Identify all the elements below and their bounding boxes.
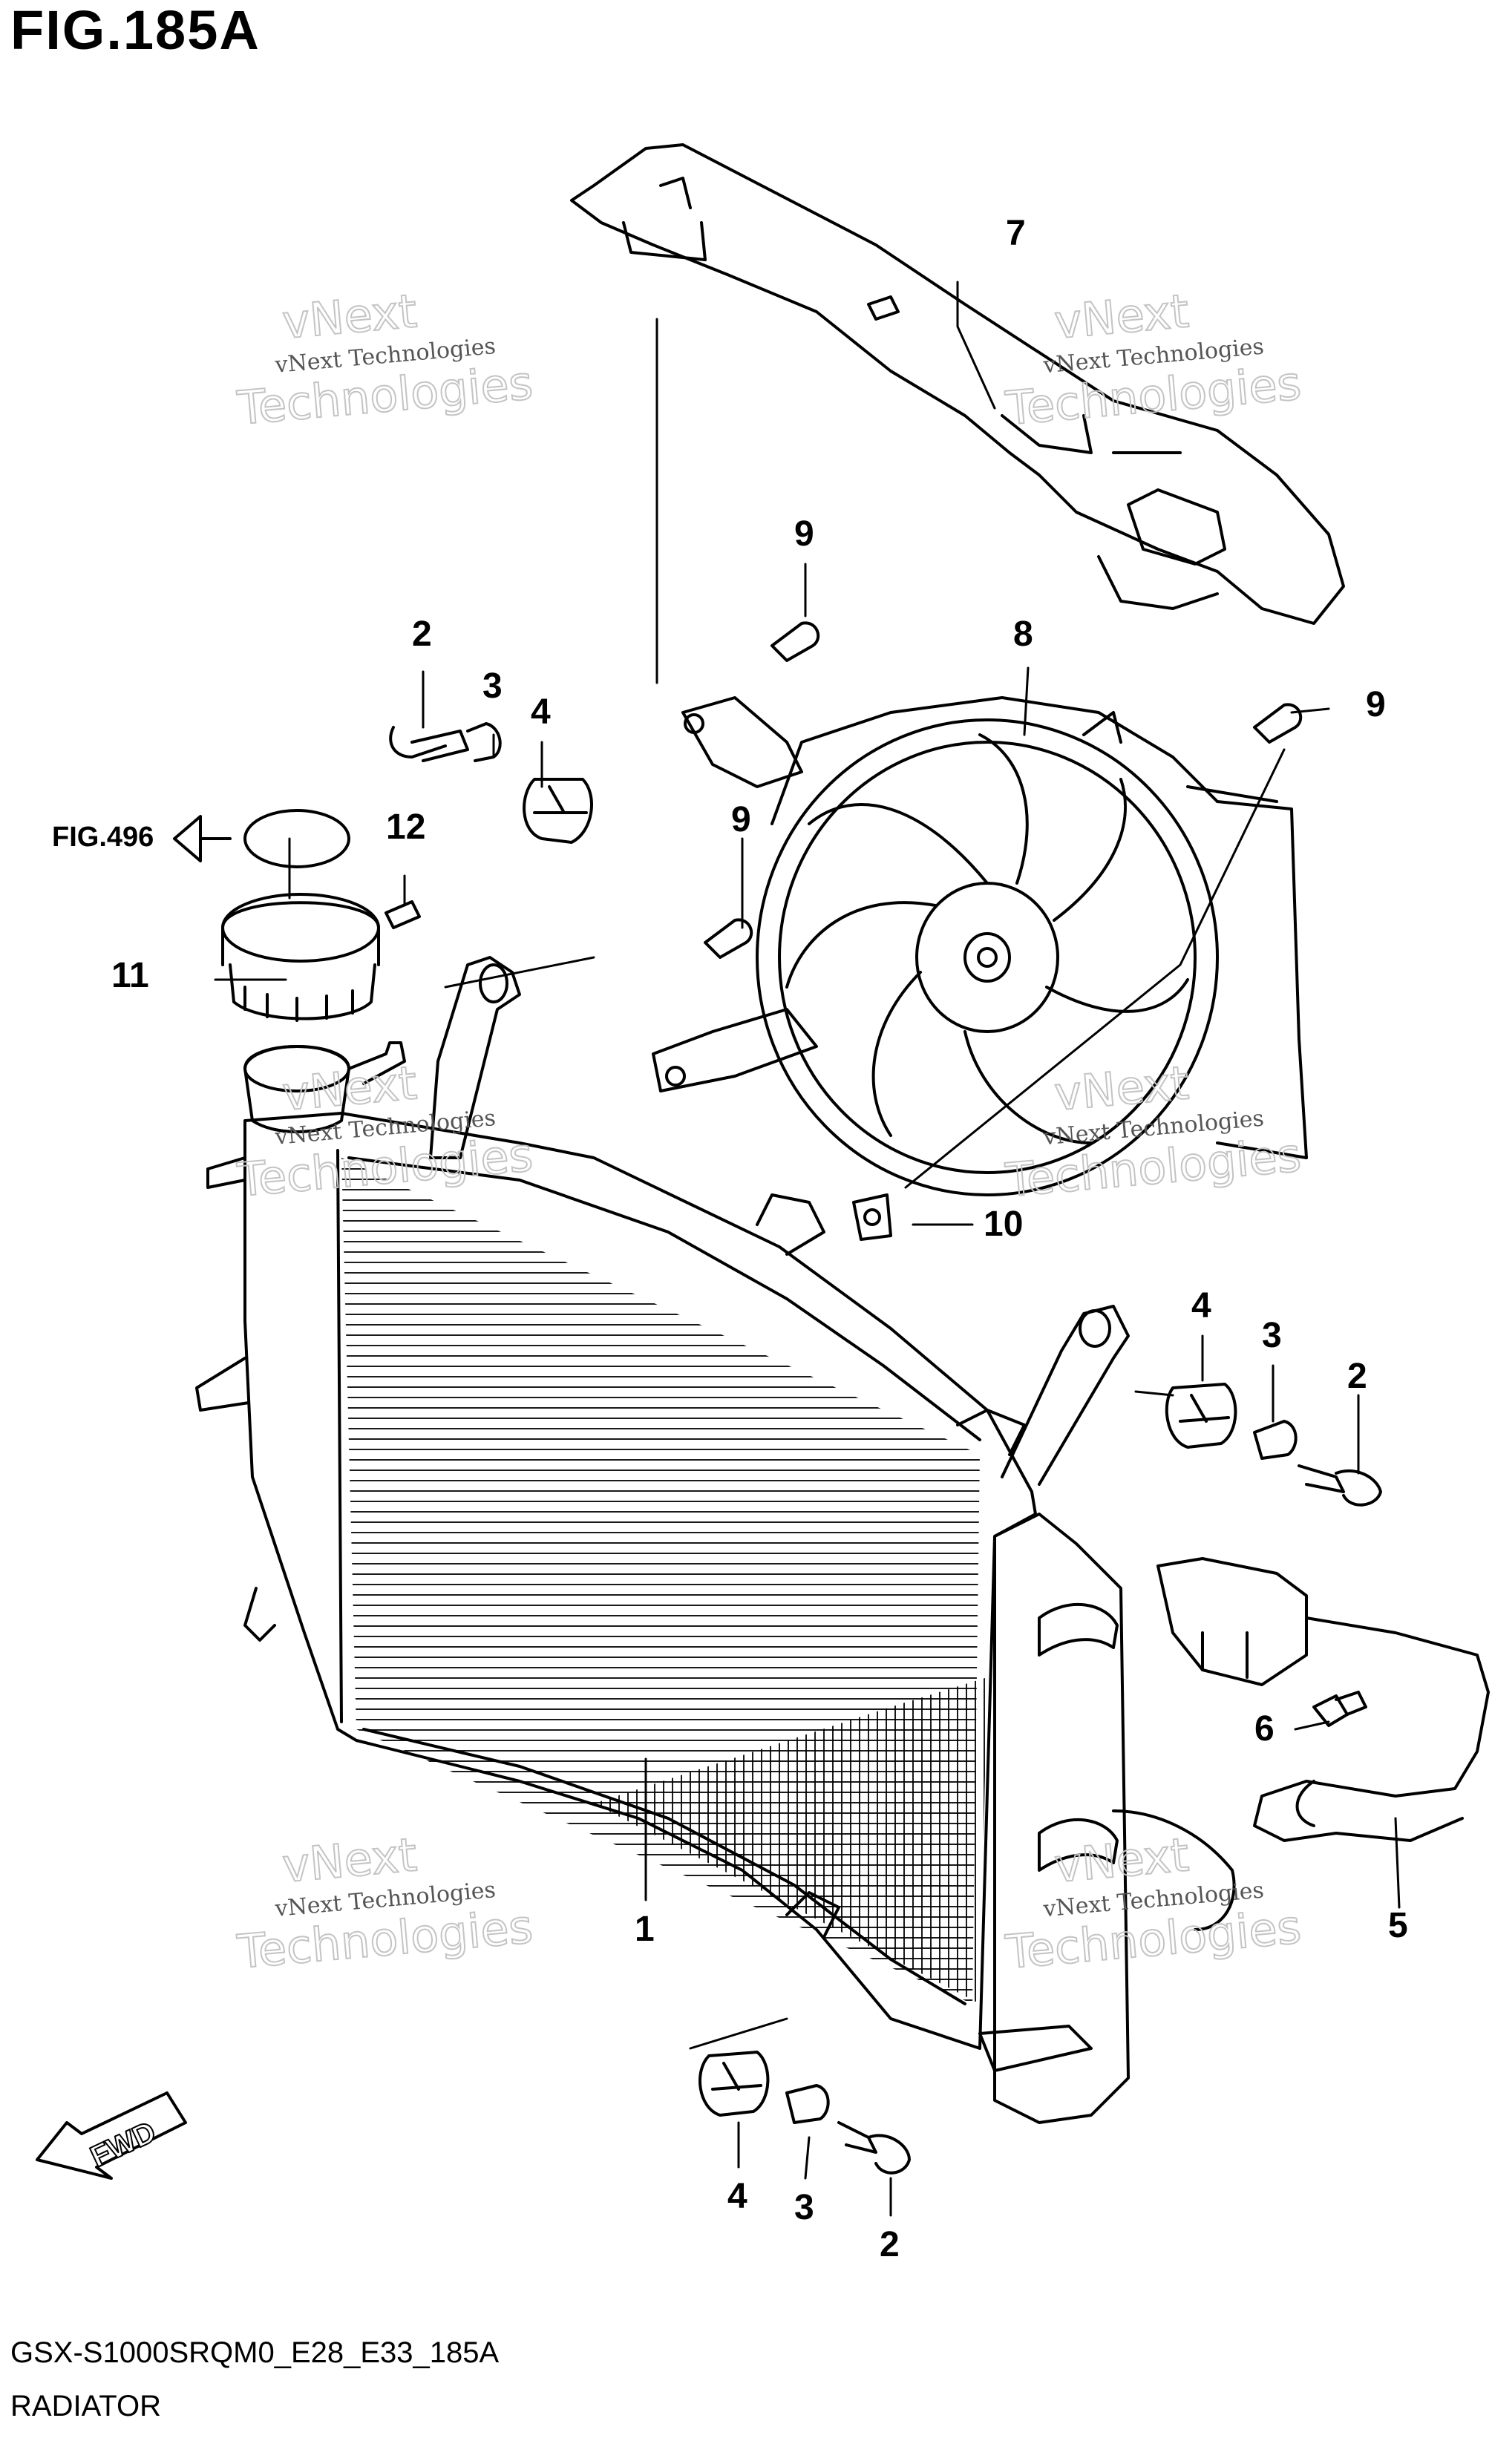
callout-9-top: 9 xyxy=(794,514,814,554)
watermark-1: vNext Technologies vNext Technologies xyxy=(234,283,535,436)
fwd-arrow xyxy=(36,2091,187,2180)
callout-10: 10 xyxy=(984,1205,1023,1244)
reference-arrow xyxy=(173,815,232,862)
callout-3-bottom: 3 xyxy=(794,2188,814,2227)
part-7-bracket xyxy=(570,143,1345,625)
callout-4-upper: 4 xyxy=(531,692,551,732)
figure-code: GSX-S1000SRQM0_E28_E33_185A xyxy=(10,2336,500,2369)
svg-text:vNext: vNext xyxy=(281,1055,419,1121)
callout-11: 11 xyxy=(111,956,149,995)
callout-6: 6 xyxy=(1254,1709,1275,1749)
callout-8: 8 xyxy=(1013,615,1033,654)
watermark-2: vNext Technologies vNext Technologies xyxy=(1002,283,1303,436)
reference-label: FIG.496 xyxy=(52,822,154,853)
callout-9-left: 9 xyxy=(731,800,751,839)
part-5-hose xyxy=(1112,1557,1490,1931)
callout-2-right: 2 xyxy=(1347,1357,1367,1396)
svg-text:vNext: vNext xyxy=(281,284,419,350)
svg-text:vNext: vNext xyxy=(1053,1827,1191,1893)
leader-lines xyxy=(214,281,1401,2217)
watermark-3: vNext Technologies vNext Technologies xyxy=(234,1055,535,1208)
svg-text:vNext: vNext xyxy=(1053,284,1191,350)
callout-3-upper: 3 xyxy=(482,666,503,706)
callout-12: 12 xyxy=(386,807,425,847)
part-9-screws xyxy=(704,621,1303,959)
figure-title: FIG.185A xyxy=(10,0,261,61)
watermark-6: vNext Technologies vNext Technologies xyxy=(1002,1826,1303,1980)
callout-3-right: 3 xyxy=(1262,1316,1282,1355)
part-11-cap xyxy=(221,809,406,1133)
fastener-set-right xyxy=(1165,1383,1382,1507)
callout-7: 7 xyxy=(1006,214,1026,253)
callout-5: 5 xyxy=(1388,1906,1408,1945)
svg-text:vNext: vNext xyxy=(1053,1055,1191,1121)
part-6-clamp xyxy=(1312,1691,1367,1727)
watermark-4: vNext Technologies vNext Technologies xyxy=(1002,1055,1303,1208)
part-10-nut xyxy=(852,1193,892,1241)
figure-name: RADIATOR xyxy=(10,2390,161,2422)
svg-text:vNext: vNext xyxy=(281,1827,419,1893)
callout-2-bottom: 2 xyxy=(880,2225,900,2264)
watermark-5: vNext Technologies vNext Technologies xyxy=(234,1826,535,1979)
callout-4-bottom: 4 xyxy=(727,2177,747,2216)
callout-2-upper: 2 xyxy=(412,615,432,654)
callout-4-right: 4 xyxy=(1191,1286,1211,1326)
callout-9-right: 9 xyxy=(1366,685,1386,724)
callout-numbers: 7 9 8 9 9 2 3 4 12 11 10 4 3 2 6 5 1 4 3… xyxy=(111,214,1408,2264)
part-1-radiator xyxy=(195,956,1130,2124)
part-12-screw xyxy=(385,900,421,929)
callout-1: 1 xyxy=(635,1910,655,1949)
fastener-set-bottom xyxy=(698,2051,911,2175)
fwd-label: FWD xyxy=(85,2115,160,2173)
part-8-fan xyxy=(652,696,1308,1196)
